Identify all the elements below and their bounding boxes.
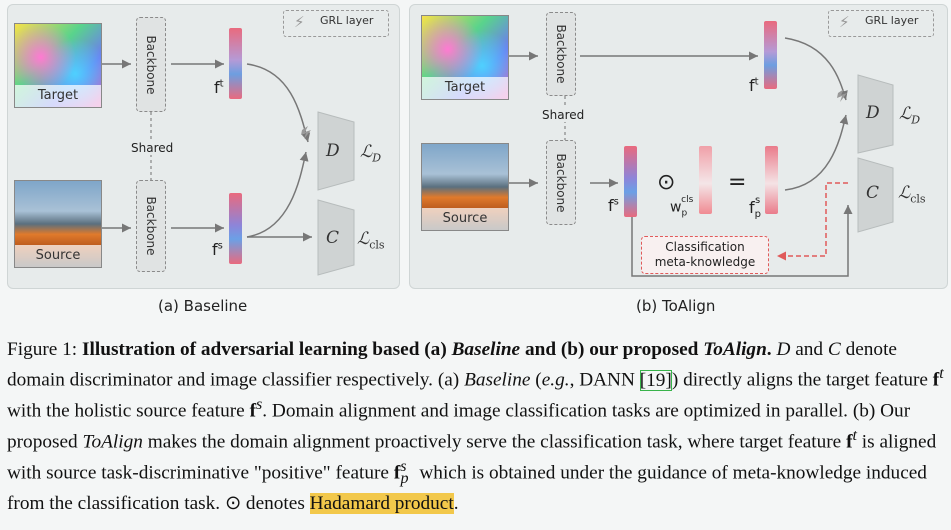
meta-knowledge-box: Classification meta-knowledge	[641, 236, 769, 274]
label-ft-b: ft	[749, 76, 759, 95]
source-label: Source	[15, 245, 101, 267]
shared-label: Shared	[542, 108, 585, 122]
hadamard-symbol: ⊙	[657, 170, 676, 195]
lightning-icon: ⚡	[839, 13, 850, 31]
label-fps: fps	[749, 194, 761, 221]
diagram-connectors	[101, 37, 894, 277]
source-label: Source	[422, 208, 508, 230]
label-ft-a: ft	[214, 78, 224, 97]
loss-D-b: ℒD	[899, 104, 921, 127]
backbone-source-b: Backbone	[546, 140, 576, 225]
subcaption-b: (b) ToAlign	[636, 297, 716, 315]
target-label: Target	[15, 85, 101, 107]
backbone-source-a: Backbone	[136, 180, 166, 272]
loss-cls-b: ℒcls	[898, 183, 926, 206]
target-image-a: Target	[14, 23, 102, 108]
grl-layer-legend: ⚡ GRL layer	[283, 10, 389, 37]
feature-bar-fs-a	[229, 193, 242, 264]
source-image-b: Source	[421, 143, 509, 231]
source-image-a: Source	[14, 180, 102, 268]
feature-bar-ft-b	[764, 21, 777, 89]
target-image-b: Target	[421, 15, 509, 100]
feature-bar-ft-a	[229, 28, 242, 99]
loss-D-a: ℒD	[360, 142, 382, 165]
classifier-C-b: C	[866, 183, 880, 203]
lightning-icon: ⚡	[294, 13, 305, 31]
meta-line-1: Classification	[665, 240, 745, 254]
citation-link[interactable]: [19]	[639, 369, 672, 391]
subcaption-a: (a) Baseline	[158, 297, 248, 315]
highlighted-text: Hadamard product	[309, 492, 454, 514]
shared-label: Shared	[131, 141, 174, 155]
loss-cls-a: ℒcls	[357, 229, 385, 252]
target-label: Target	[422, 77, 508, 99]
label-fs-a: fs	[212, 240, 223, 259]
discriminator-D-a: D	[326, 141, 340, 161]
feature-bar-fs-b	[624, 146, 637, 217]
backbone-target-b: Backbone	[546, 12, 576, 96]
meta-line-2: meta-knowledge	[654, 255, 756, 269]
feature-bar-wp	[699, 146, 712, 214]
grl-layer-legend: ⚡ GRL layer	[828, 10, 934, 37]
figure-caption: Figure 1: Illustration of adversarial le…	[7, 339, 944, 514]
label-fs-b: fs	[608, 196, 619, 215]
classifier-C-a: C	[326, 228, 340, 248]
discriminator-D-b: D	[866, 103, 880, 123]
feature-bar-fps	[765, 146, 778, 214]
label-wp: wpcls	[670, 195, 694, 219]
backbone-target-a: Backbone	[136, 17, 166, 112]
equals-symbol: =	[728, 170, 747, 195]
